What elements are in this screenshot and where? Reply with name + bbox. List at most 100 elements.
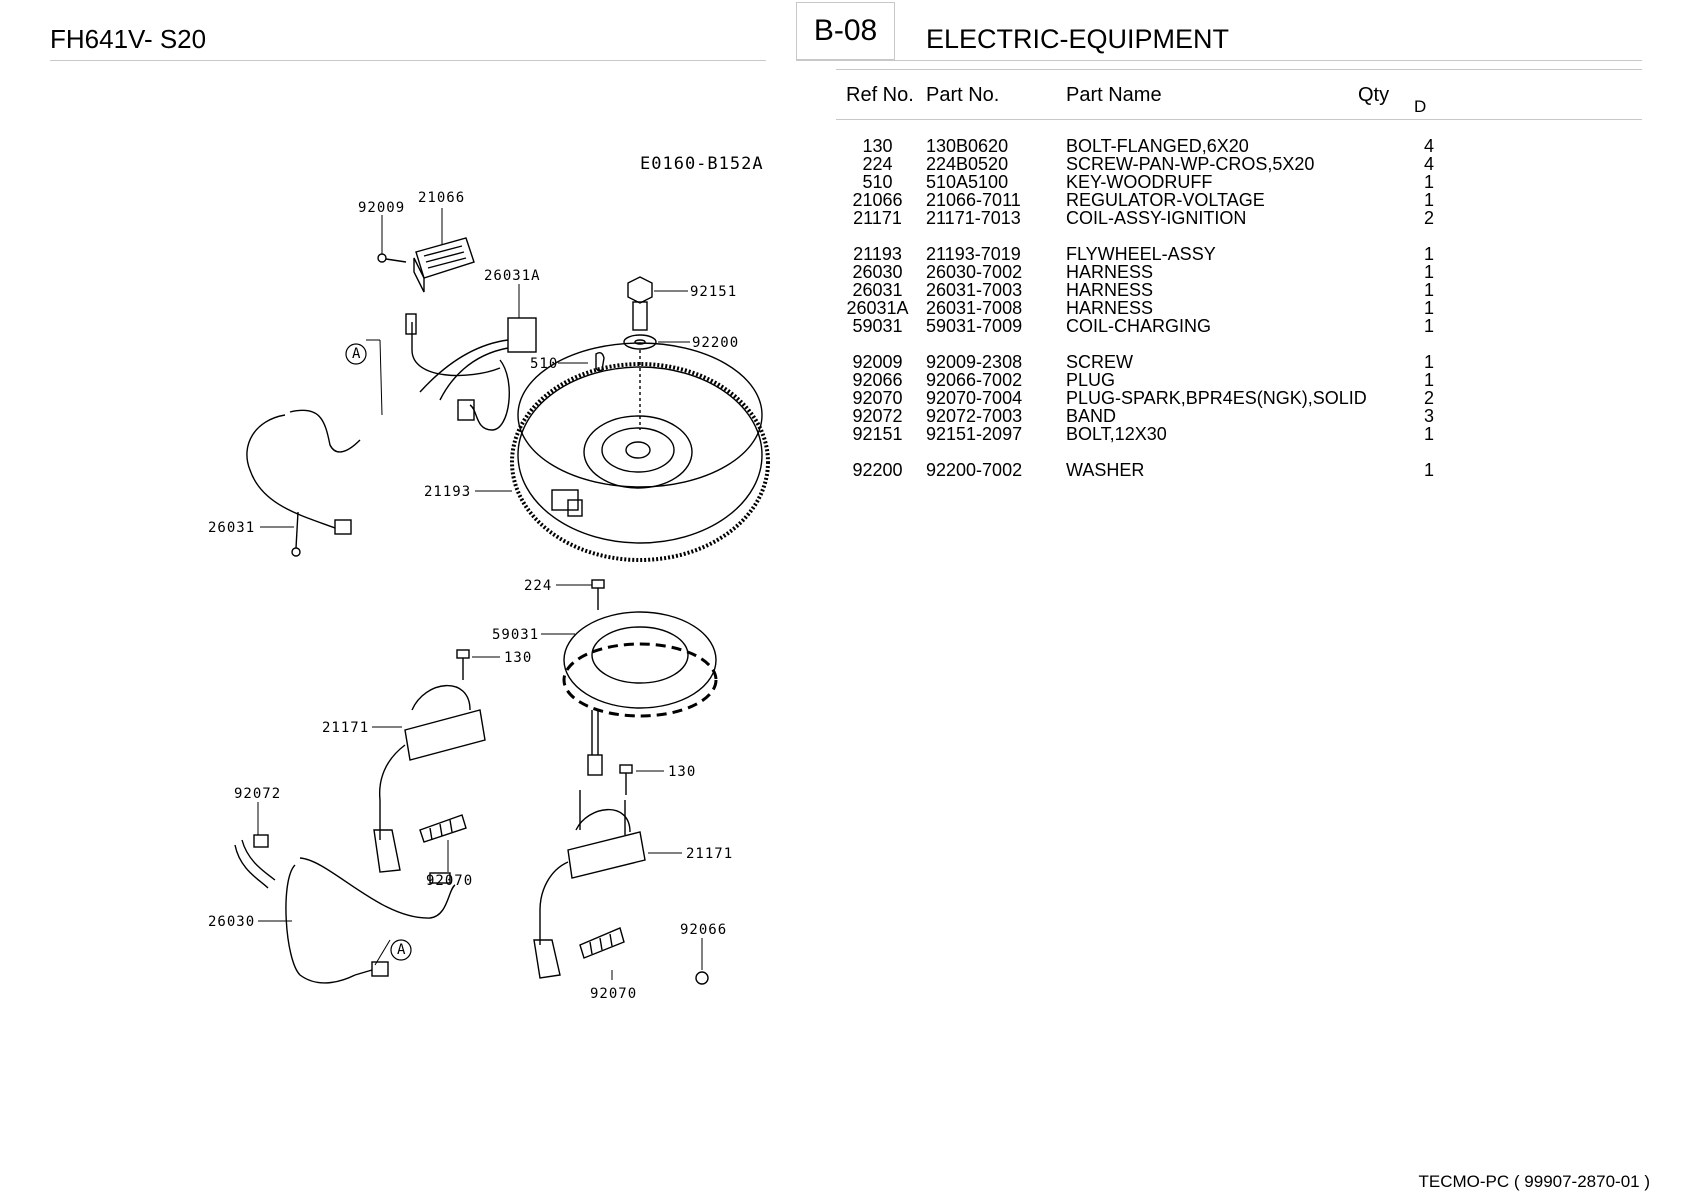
part-name: SCREW [1066, 352, 1133, 372]
header-divider-left [50, 60, 766, 61]
part-name: KEY-WOODRUFF [1066, 172, 1213, 192]
part-name: COIL-ASSY-IGNITION [1066, 208, 1247, 228]
qty: 1 [1423, 190, 1434, 210]
footer-catalog-id: TECMO-PC ( 99907-2870-01 ) [1418, 1172, 1650, 1191]
part-name: REGULATOR-VOLTAGE [1066, 190, 1265, 210]
part-name: PLUG-SPARK,BPR4ES(NGK),SOLID [1066, 388, 1367, 408]
ref-no: 92009 [852, 352, 903, 372]
bolt-washer-drawing [595, 276, 657, 430]
callout-21171-upper: 21171 [322, 720, 369, 736]
part-no: 92009-2308 [926, 352, 1023, 372]
exploded-parts-diagram: E0160-B152A 92009 21066 26031A 92151 922… [208, 154, 770, 1002]
qty: 1 [1423, 370, 1434, 390]
column-header-part-name: Part Name [1066, 84, 1162, 106]
callout-a-lower: A [397, 942, 406, 958]
part-name: BOLT,12X30 [1066, 424, 1167, 444]
part-no: 130B0620 [926, 136, 1009, 156]
part-no: 21193-7019 [926, 244, 1021, 264]
ref-no: 26031 [852, 280, 903, 300]
plug-92066-drawing [695, 971, 709, 985]
spark-plug-lower-drawing [579, 927, 625, 959]
qty: 4 [1423, 136, 1434, 156]
ref-no: 21193 [853, 244, 902, 264]
table-header-rule [836, 119, 1642, 120]
qty: 1 [1423, 352, 1434, 372]
qty: 1 [1423, 262, 1434, 282]
part-name: COIL-CHARGING [1066, 316, 1212, 336]
qty: 1 [1423, 172, 1434, 192]
ref-no: 59031 [852, 316, 903, 336]
ref-no: 92066 [852, 370, 903, 390]
ref-no: 92200 [852, 460, 903, 480]
ref-no: 92072 [852, 406, 903, 426]
callout-21171-lower: 21171 [686, 846, 733, 862]
part-name: HARNESS [1066, 298, 1154, 318]
callout-92070-lower: 92070 [590, 986, 637, 1002]
flywheel-drawing [510, 342, 770, 562]
part-name: BAND [1066, 406, 1117, 426]
callout-92200: 92200 [692, 335, 739, 351]
part-no: 92066-7002 [926, 370, 1023, 390]
harness-26031-drawing [246, 409, 361, 557]
table-row: 21193 21193-7019 FLYWHEEL-ASSY 1 [0, 245, 1684, 263]
column-header-qty: Qty [1358, 84, 1390, 106]
callout-130-lower: 130 [668, 764, 696, 780]
column-header-part-no: Part No. [926, 84, 1000, 106]
header-divider-right [796, 60, 1642, 61]
part-no: 92151-2097 [926, 424, 1023, 444]
part-name: PLUG [1066, 370, 1116, 390]
ref-no: 510 [862, 172, 893, 192]
callout-a-upper: A [352, 346, 361, 362]
qty: 1 [1423, 424, 1434, 444]
column-header-ref-no: Ref No. [846, 84, 914, 106]
qty: 1 [1423, 244, 1434, 264]
ref-no: 92151 [852, 424, 903, 444]
callout-130-upper: 130 [504, 650, 532, 666]
part-name: WASHER [1066, 460, 1145, 480]
callout-92151: 92151 [690, 284, 737, 300]
leader-lines [257, 208, 703, 980]
part-no: 92072-7003 [926, 406, 1023, 426]
part-name: SCREW-PAN-WP-CROS,5X20 [1066, 154, 1315, 174]
part-no: 26031-7003 [926, 280, 1023, 300]
ignition-coil-lower-drawing [533, 790, 646, 979]
part-name: BOLT-FLANGED,6X20 [1066, 136, 1249, 156]
section-code: B-08 [796, 2, 895, 60]
ref-no: 130 [862, 136, 893, 156]
part-name: HARNESS [1066, 262, 1154, 282]
circle-a-lower [390, 939, 412, 961]
qty: 1 [1423, 316, 1434, 336]
callout-21193: 21193 [424, 484, 471, 500]
part-no: 92200-7002 [926, 460, 1023, 480]
part-no: 92070-7004 [926, 388, 1023, 408]
table-row: 92151 92151-2097 BOLT,12X30 1 [0, 425, 1684, 443]
part-no: 21066-7011 [926, 190, 1021, 210]
screws-drawing [456, 579, 633, 795]
ref-no: 224 [862, 154, 893, 174]
spark-plug-upper-drawing [419, 814, 467, 843]
harness-26030-drawing [285, 857, 456, 984]
callout-510: 510 [530, 356, 558, 372]
charging-coil-drawing [562, 611, 718, 776]
harness-26031a-drawing [405, 313, 537, 431]
callout-26031a: 26031A [484, 268, 541, 284]
table-row: 92009 92009-2308 SCREW 1 [0, 353, 1684, 371]
ref-no: 21171 [853, 208, 902, 228]
callout-26031: 26031 [208, 520, 255, 536]
column-header-d: D [1414, 97, 1427, 116]
table-row: 130 130B0620 BOLT-FLANGED,6X20 4 [0, 137, 1684, 155]
part-name: FLYWHEEL-ASSY [1066, 244, 1216, 264]
qty: 2 [1423, 388, 1434, 408]
table-top-rule [836, 69, 1642, 70]
drawing-code: E0160-B152A [640, 154, 764, 174]
part-name: HARNESS [1066, 280, 1154, 300]
